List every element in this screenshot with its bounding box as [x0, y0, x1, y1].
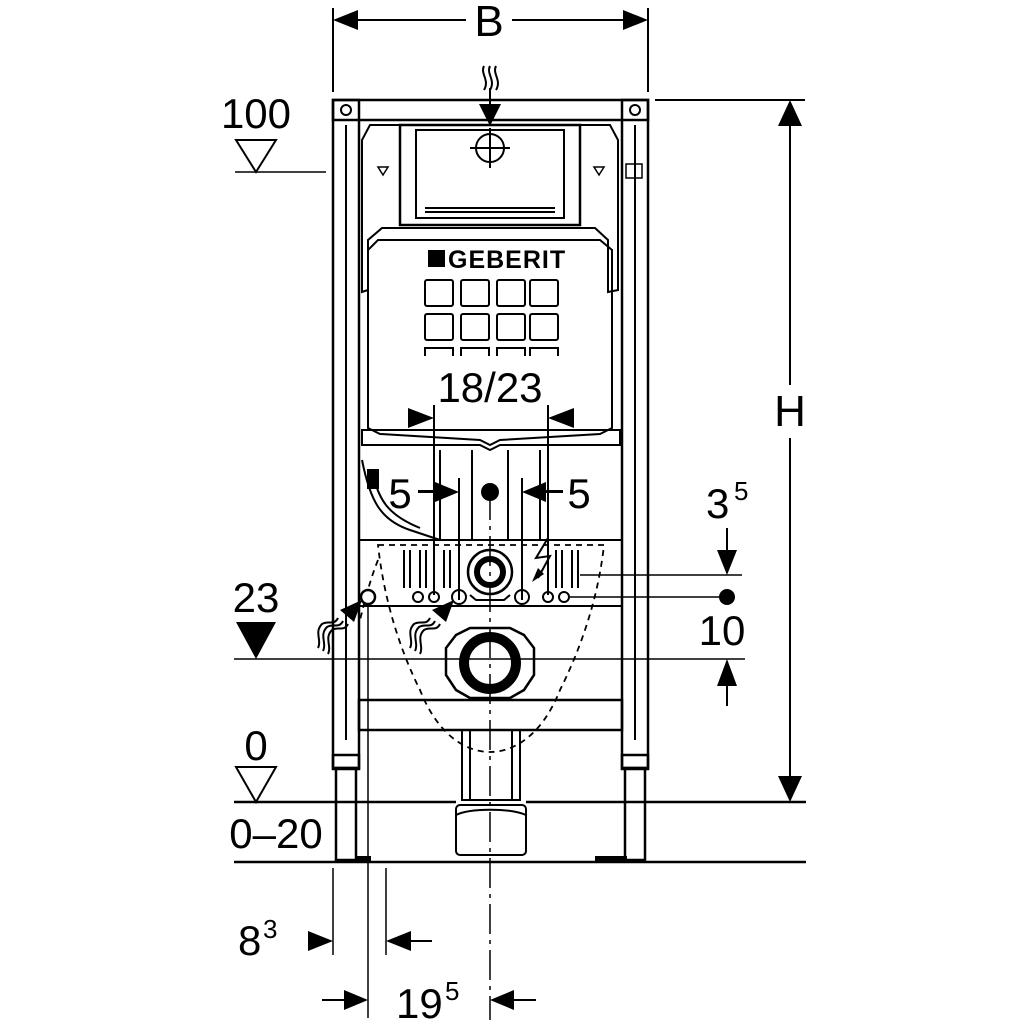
triangle-level-icon — [234, 139, 278, 174]
wavy-arrow-icon — [409, 600, 454, 655]
flush-connection-point — [481, 483, 499, 501]
level-23-label: 23 — [233, 574, 280, 621]
top-level-label: 100 — [221, 90, 291, 137]
offset-right-label: 5 — [567, 470, 590, 517]
triangle-level-icon — [234, 766, 278, 805]
connection-spacing-label: 18/23 — [437, 364, 542, 411]
connection-point — [719, 589, 735, 605]
triangle-level-icon — [236, 622, 276, 659]
floor-range-label: 0–20 — [229, 810, 322, 857]
height-dimension — [655, 99, 805, 802]
spacing-arrows — [308, 408, 737, 1010]
drain-offset-label: 19 — [396, 980, 443, 1024]
leg-offset-sup: 3 — [263, 914, 277, 944]
drain-offset-sup: 5 — [445, 976, 459, 1006]
brand-logo: GEBERIT — [448, 246, 566, 274]
offset-left-label: 5 — [388, 470, 411, 517]
frame-bolt — [340, 104, 352, 116]
logo-square — [428, 250, 445, 267]
frame-bolt — [629, 104, 641, 116]
water-inlet-point — [359, 588, 377, 606]
height-label: H — [774, 387, 806, 436]
leg-offset-label: 8 — [238, 917, 261, 964]
logo-grid — [424, 279, 559, 356]
floor-level-label: 0 — [244, 722, 267, 769]
width-dimension — [332, 8, 649, 92]
lower-offset-label: 10 — [699, 607, 746, 654]
upper-offset-label: 3 — [706, 480, 729, 527]
upper-offset-sup: 5 — [734, 476, 748, 506]
wavy-arrow-icon — [479, 65, 501, 126]
lightning-icon — [532, 537, 552, 582]
width-label: B — [474, 0, 503, 46]
wavy-arrow-icon — [317, 600, 362, 655]
